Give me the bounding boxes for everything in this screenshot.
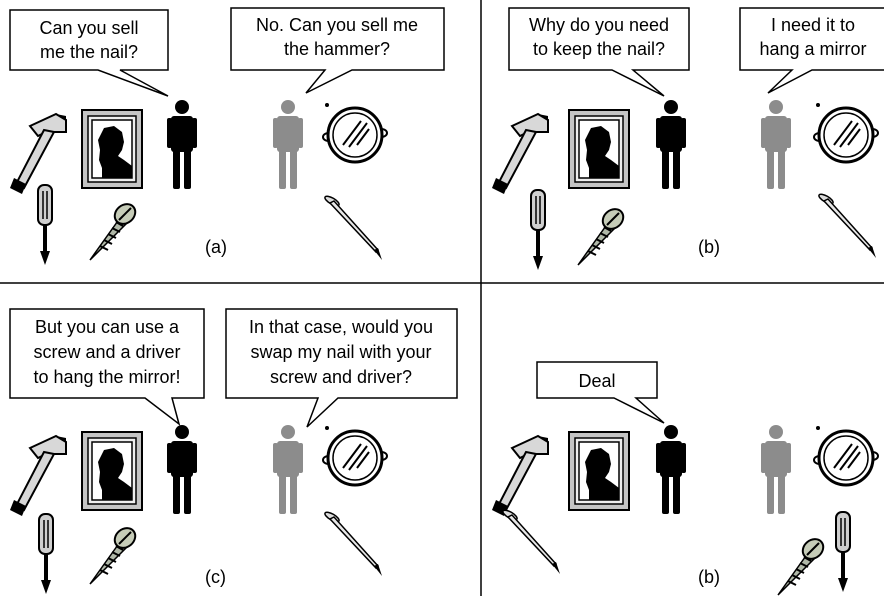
picture-frame-icon bbox=[82, 432, 142, 510]
bubble-line-1: Can you sell bbox=[39, 18, 138, 38]
person-icon bbox=[167, 425, 197, 514]
panel-caption: (a) bbox=[205, 237, 227, 257]
speech-bubble-left: But you can use a screw and a driver to … bbox=[10, 309, 204, 424]
speech-bubble-right: No. Can you sell me the hammer? bbox=[231, 8, 444, 93]
person-icon bbox=[656, 100, 686, 189]
picture-frame-icon bbox=[82, 110, 142, 188]
speech-bubble-left: Deal bbox=[537, 362, 664, 423]
nail-icon bbox=[324, 194, 382, 260]
panel-c: But you can use a screw and a driver to … bbox=[10, 309, 457, 594]
bubble-line-1: But you can use a bbox=[35, 317, 180, 337]
picture-frame-icon bbox=[569, 432, 629, 510]
speech-bubble-left: Why do you need to keep the nail? bbox=[509, 8, 689, 96]
screw-icon bbox=[778, 535, 827, 595]
nail-icon bbox=[818, 192, 876, 258]
bubble-line-2: swap my nail with your bbox=[250, 342, 431, 362]
panel-caption: (b) bbox=[698, 237, 720, 257]
hammer-icon bbox=[10, 114, 66, 194]
panel-b: Why do you need to keep the nail? I need… bbox=[492, 8, 884, 270]
panel-d: Deal (b) bbox=[492, 362, 878, 595]
picture-frame-icon bbox=[569, 110, 629, 188]
bubble-line-1: No. Can you sell me bbox=[256, 15, 418, 35]
person-icon bbox=[656, 425, 686, 514]
bubble-line-1: I need it to bbox=[771, 15, 855, 35]
screw-icon bbox=[578, 205, 627, 265]
hammer-icon bbox=[10, 436, 66, 516]
hammer-icon bbox=[492, 114, 548, 194]
bubble-line-2: me the nail? bbox=[40, 42, 138, 62]
speech-bubble-right: I need it to hang a mirror bbox=[740, 8, 884, 93]
person-icon bbox=[761, 100, 791, 189]
person-icon bbox=[167, 100, 197, 189]
bubble-line-2: screw and a driver bbox=[33, 342, 180, 362]
mirror-icon bbox=[814, 426, 878, 485]
nail-icon bbox=[502, 508, 560, 574]
person-icon bbox=[761, 425, 791, 514]
mirror-icon bbox=[323, 426, 387, 485]
panel-a: Can you sell me the nail? No. Can you se… bbox=[10, 8, 444, 265]
panel-caption: (b) bbox=[698, 567, 720, 587]
bubble-line-1: Why do you need bbox=[529, 15, 669, 35]
bubble-line-1: Deal bbox=[578, 371, 615, 391]
bubble-line-3: to hang the mirror! bbox=[33, 367, 180, 387]
person-icon bbox=[273, 100, 303, 189]
screwdriver-icon bbox=[38, 185, 52, 265]
bubble-line-2: hang a mirror bbox=[759, 39, 866, 59]
person-icon bbox=[273, 425, 303, 514]
screw-icon bbox=[90, 524, 139, 584]
screwdriver-icon bbox=[39, 514, 53, 594]
screwdriver-icon bbox=[531, 190, 545, 270]
bubble-line-3: screw and driver? bbox=[270, 367, 412, 387]
bubble-line-2: the hammer? bbox=[284, 39, 390, 59]
screwdriver-icon bbox=[836, 512, 850, 592]
bubble-line-2: to keep the nail? bbox=[533, 39, 665, 59]
hammer-icon bbox=[492, 436, 548, 516]
speech-bubble-left: Can you sell me the nail? bbox=[10, 10, 168, 96]
panel-caption: (c) bbox=[205, 567, 226, 587]
screw-icon bbox=[90, 200, 139, 260]
mirror-icon bbox=[323, 103, 387, 162]
nail-icon bbox=[324, 510, 382, 576]
speech-bubble-right: In that case, would you swap my nail wit… bbox=[226, 309, 457, 427]
mirror-icon bbox=[814, 103, 878, 162]
bubble-line-1: In that case, would you bbox=[249, 317, 433, 337]
